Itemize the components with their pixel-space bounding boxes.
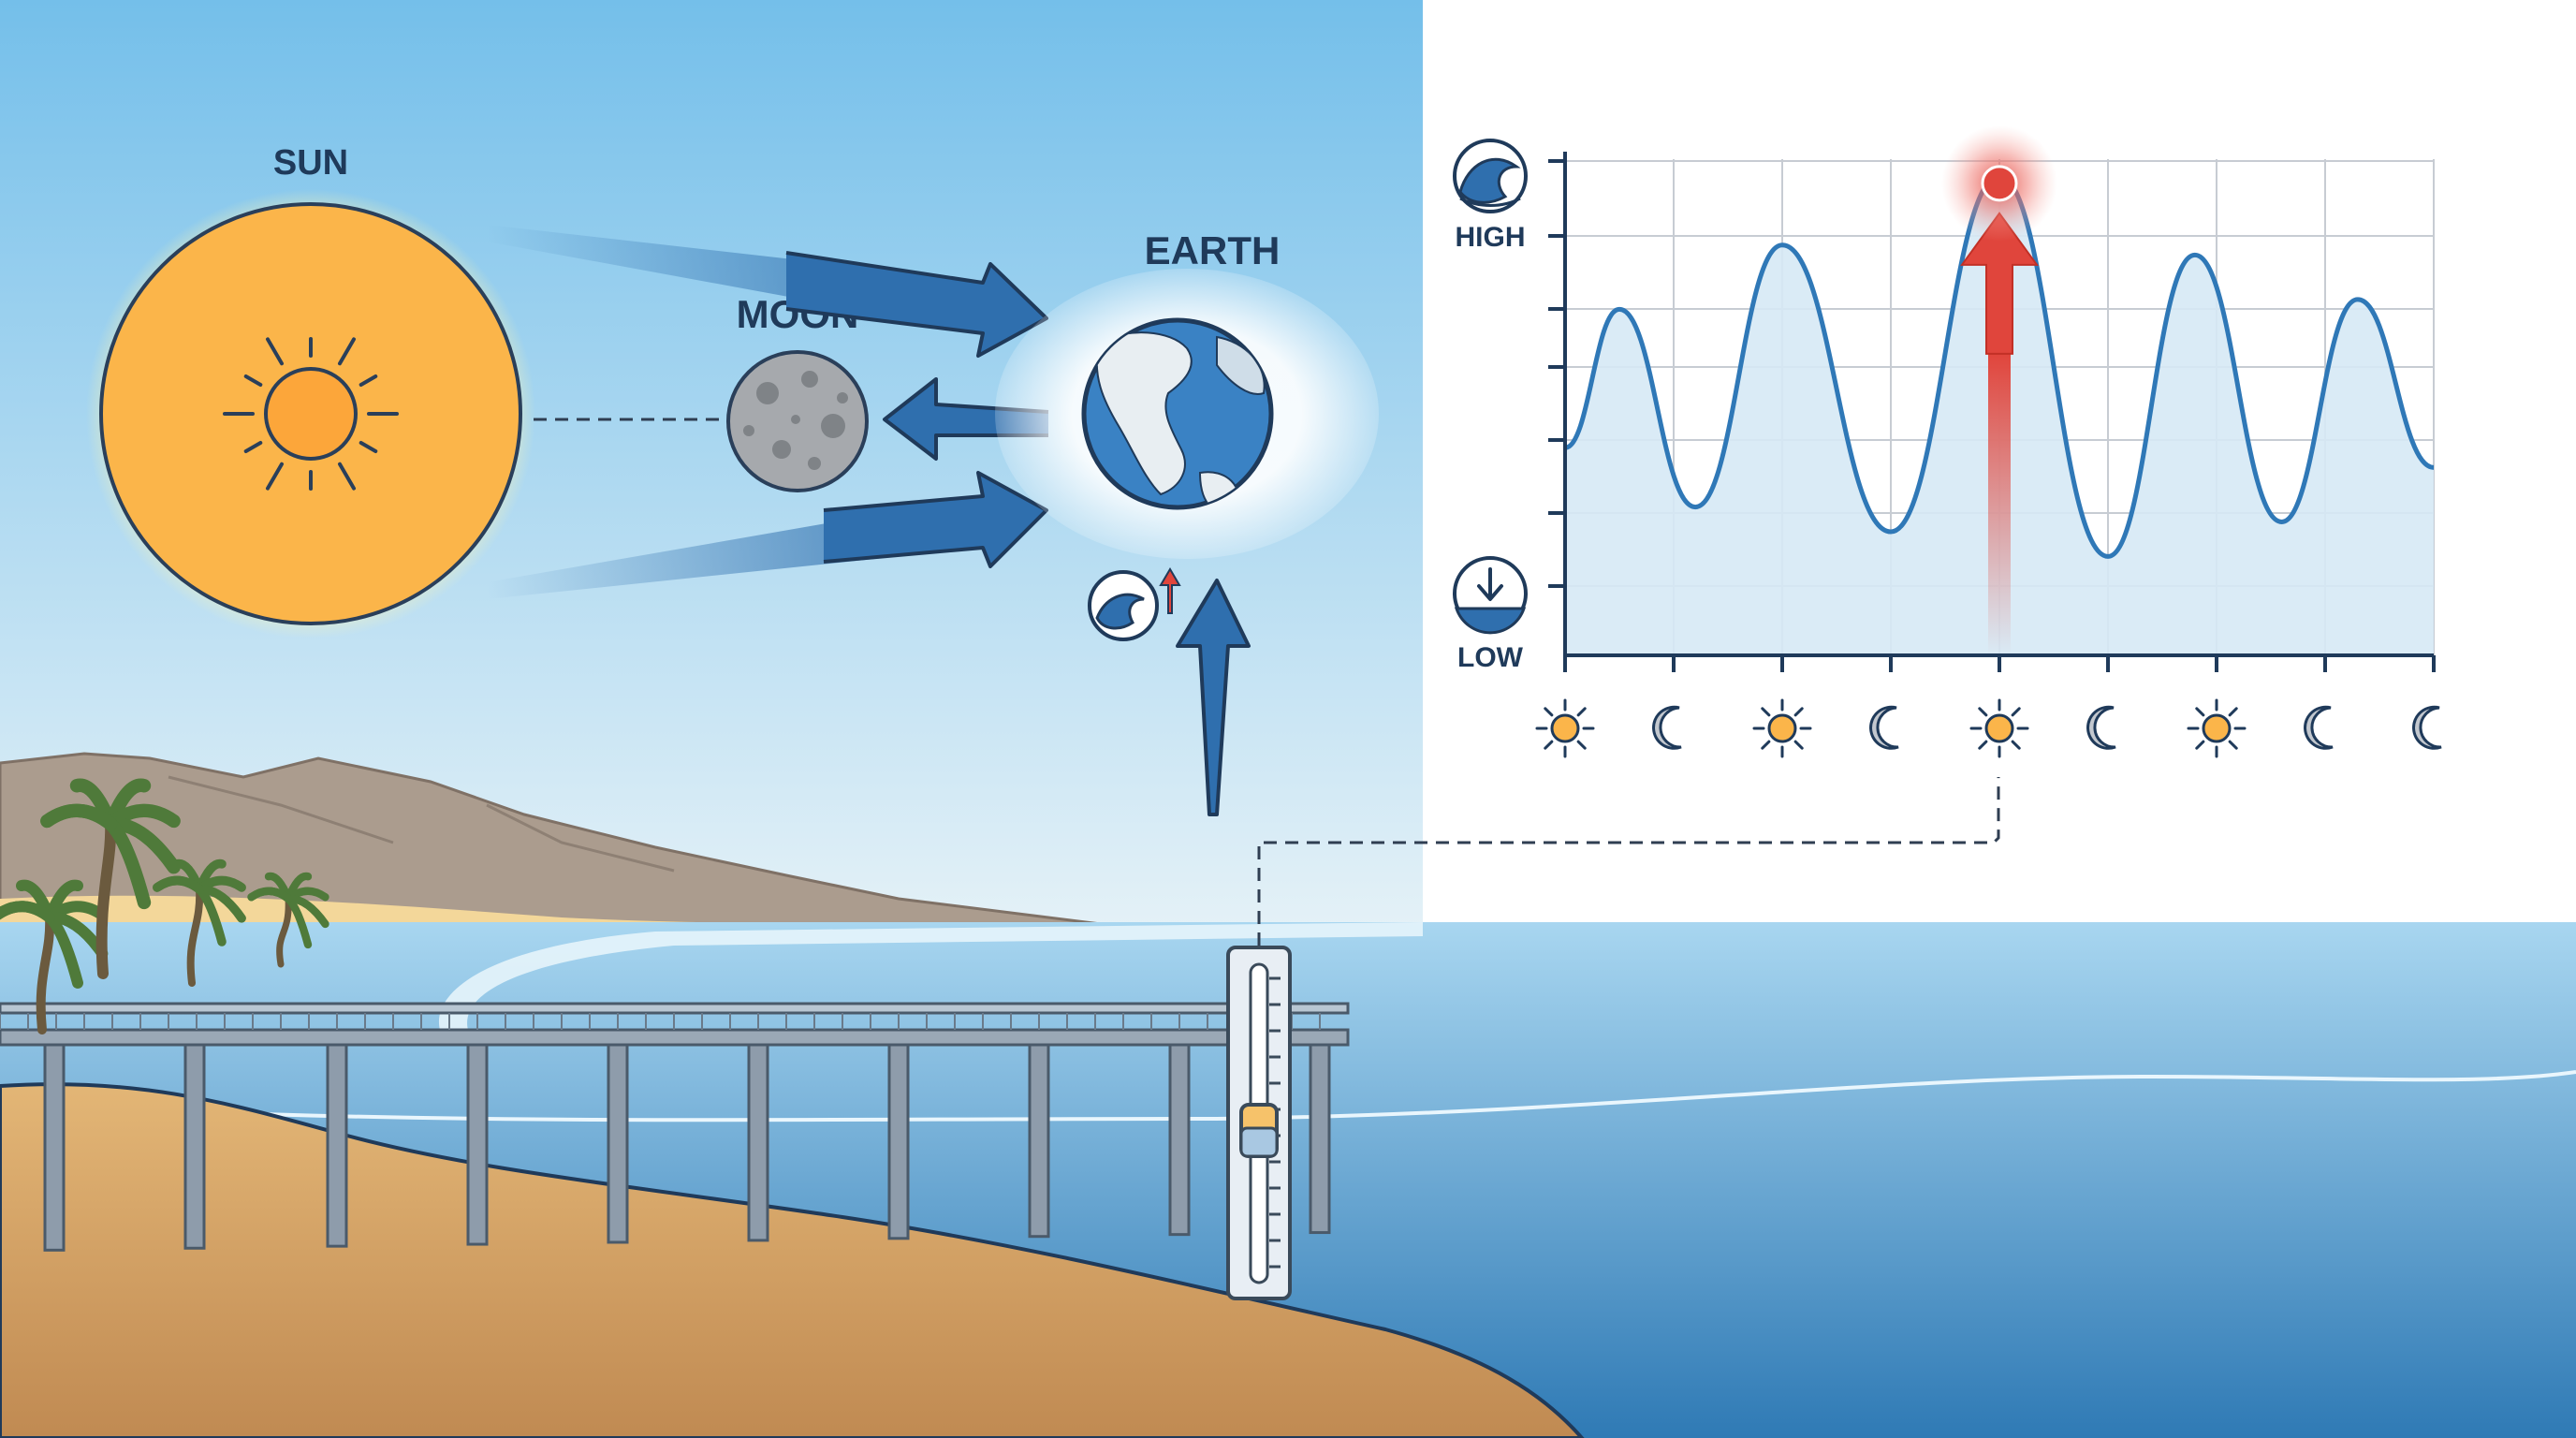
gravity-arrows [487, 225, 1251, 816]
moon-icon [1652, 705, 1682, 750]
sun-ray [359, 441, 378, 453]
gauge-chart-connector [1257, 777, 2000, 946]
earth-label: EARTH [1145, 228, 1281, 272]
sun-ray [243, 441, 263, 453]
sun-ray [266, 337, 284, 366]
sun-to-earth-arrow-bottom [487, 473, 1046, 599]
low-label: LOW [1457, 642, 1524, 673]
moon: MOON [726, 292, 869, 492]
high-tide-arrow [1960, 212, 2039, 355]
upward-tide-arrow [1176, 579, 1251, 816]
pier-post [1028, 1043, 1050, 1239]
sun-icon [2187, 698, 2247, 758]
sun: SUN [86, 143, 535, 638]
down-arrow-water-icon [1453, 556, 1528, 635]
moon-icon [2304, 705, 2334, 750]
sun-icon [1752, 698, 1812, 758]
sun-label: SUN [273, 143, 348, 183]
high-tide-point [1981, 165, 2018, 202]
x-axis-icons [1535, 698, 2442, 758]
palm-trees [0, 778, 329, 1034]
palm-tree [247, 872, 329, 968]
pier-post [887, 1043, 910, 1240]
palm-tree [40, 778, 181, 979]
pier-post [747, 1043, 769, 1242]
high-tide-beam [1988, 353, 2011, 655]
tide-chart: HIGH LOW [1453, 125, 2442, 758]
pier-post [466, 1043, 489, 1246]
pier-post [326, 1043, 348, 1248]
tide-gauge [1226, 946, 1292, 1300]
moon-icon [2412, 705, 2442, 750]
sun-icon [1969, 698, 2029, 758]
earth: EARTH [995, 228, 1379, 559]
sun-ray [359, 374, 378, 387]
sun-ray [266, 462, 284, 491]
moon-icon [2086, 705, 2116, 750]
moon-icon [1869, 705, 1899, 750]
high-label: HIGH [1456, 222, 1526, 253]
pier-post [1168, 1043, 1191, 1237]
pier-post [43, 1043, 66, 1252]
foreground-sand [0, 1082, 1585, 1438]
sun-to-earth-arrow-top [487, 225, 1046, 356]
water-surface-line [261, 1070, 2576, 1123]
wave-icon [1453, 139, 1528, 213]
shoreline-foam [438, 922, 1423, 1030]
tide-rise-icon [1088, 567, 1181, 641]
sun-icon [223, 337, 399, 491]
pier [0, 1002, 1350, 1252]
sun-ray [243, 374, 263, 387]
pier-post [607, 1043, 629, 1244]
sun-icon [1535, 698, 1595, 758]
mountain-ridge [168, 775, 675, 873]
sun-ray [338, 337, 356, 366]
sun-ray [338, 462, 356, 491]
pier-post [1309, 1043, 1331, 1235]
palm-tree [153, 858, 246, 987]
pier-post [183, 1043, 206, 1250]
earth-to-moon-arrow [883, 377, 1049, 461]
